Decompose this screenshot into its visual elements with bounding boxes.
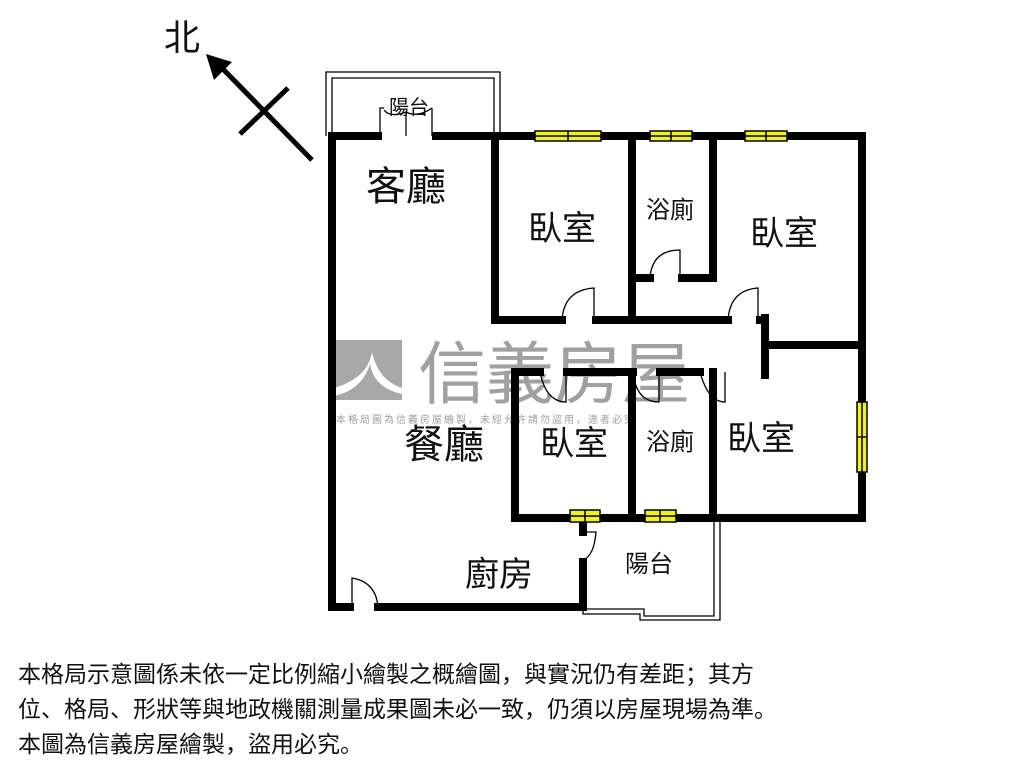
- room-label-living-room: 客廳: [366, 164, 446, 210]
- watermark: 信義房屋 本格局圖為信義房屋繪製，未經允許請勿盜用，違者必究: [334, 336, 690, 426]
- balcony-door-icon: [379, 107, 433, 136]
- windows: [534, 130, 868, 523]
- room-label-kitchen: 廚房: [465, 555, 533, 595]
- disclaimer-caption: 本格局示意圖係未依一定比例縮小繪製之概繪圖，與實況仍有差距；其方 位、格局、形狀…: [18, 658, 777, 763]
- doors: [351, 107, 759, 608]
- room-label-bathroom-1: 浴廁: [646, 196, 694, 224]
- room-label-balcony-bottom: 陽台: [625, 550, 673, 578]
- room-label-bedroom-4: 臥室: [727, 419, 795, 459]
- brand-logo-icon: [334, 340, 402, 400]
- disclaimer-line-3: 本圖為信義房屋繪製，盜用必究。: [18, 732, 363, 758]
- floor-plan: 信義房屋 本格局圖為信義房屋繪製，未經允許請勿盜用，違者必究 北: [164, 18, 868, 621]
- bathroom-2-door-icon: [632, 371, 660, 403]
- watermark-notice: 本格局圖為信義房屋繪製，未經允許請勿盜用，違者必究: [336, 413, 636, 426]
- bathroom-1-door-icon: [649, 249, 681, 279]
- disclaimer-line-1: 本格局示意圖係未依一定比例縮小繪製之概繪圖，與實況仍有差距；其方: [18, 662, 754, 688]
- entrance-door-icon: [351, 577, 379, 608]
- room-label-bedroom-2: 臥室: [750, 214, 818, 254]
- room-label-balcony-top: 陽台: [389, 95, 429, 119]
- room-label-dining-room: 餐廳: [404, 422, 484, 468]
- room-label-bedroom-3: 臥室: [540, 424, 608, 464]
- kitchen-balcony-door-icon: [582, 531, 597, 561]
- bedroom-3-door-icon: [539, 371, 567, 403]
- bedroom-4-door-icon: [699, 371, 726, 403]
- bedroom-1-door-icon: [561, 287, 595, 321]
- north-label: 北: [164, 18, 200, 59]
- north-compass-icon: [206, 54, 314, 162]
- disclaimer-line-2: 位、格局、形狀等與地政機關測量成果圖未必一致，仍須以房屋現場為準。: [18, 697, 777, 723]
- room-label-bedroom-1: 臥室: [528, 209, 596, 249]
- bedroom-2-door-icon: [727, 287, 759, 321]
- room-label-bathroom-2: 浴廁: [646, 428, 694, 456]
- walls: [328, 132, 866, 611]
- watermark-brand: 信義房屋: [418, 336, 690, 415]
